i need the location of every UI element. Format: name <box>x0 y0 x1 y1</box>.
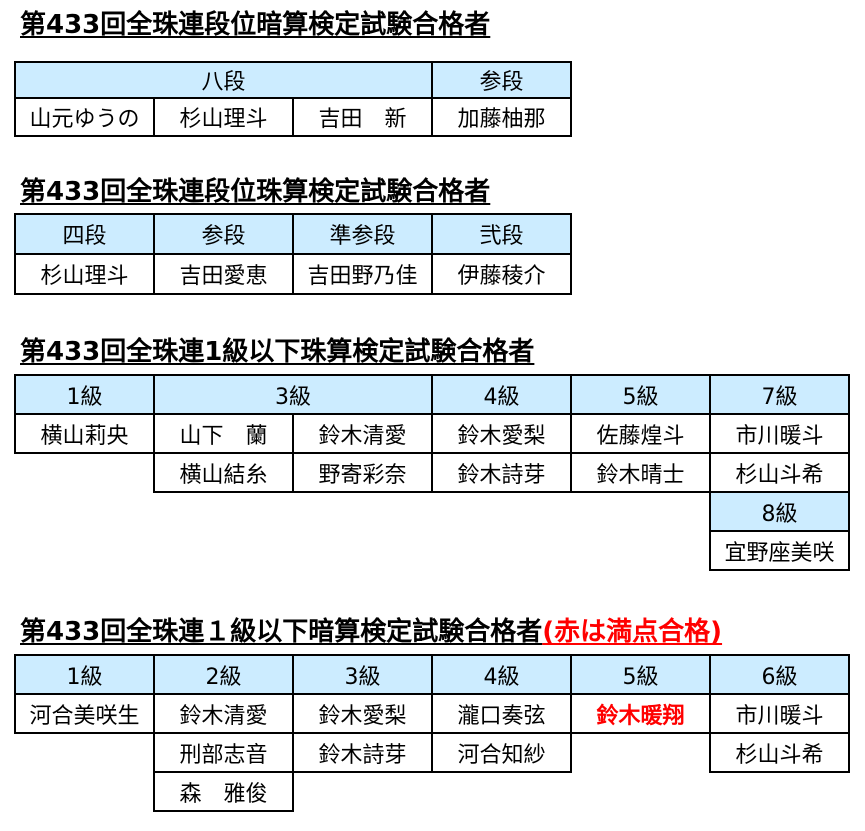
passer-name: 横山結糸 <box>153 452 294 493</box>
grade-header: 3級 <box>292 654 433 695</box>
table-row: 宜野座美咲 <box>15 530 850 571</box>
empty-cell <box>15 492 154 531</box>
passer-name: 鈴木清愛 <box>153 693 294 734</box>
grade-header: 8級 <box>709 491 850 532</box>
dan-shuzan-table: 四段 参段 準参段 弐段 杉山理斗 吉田愛恵 吉田野乃佳 伊藤稜介 <box>14 213 572 295</box>
passer-name: 伊藤稜介 <box>431 253 572 295</box>
empty-cell <box>571 531 710 570</box>
table-row: 杉山理斗 吉田愛恵 吉田野乃佳 伊藤稜介 <box>14 253 572 295</box>
grade-header: 5級 <box>570 374 711 415</box>
table-header-row: 四段 参段 準参段 弐段 <box>14 213 572 255</box>
passer-name: 宜野座美咲 <box>709 530 850 571</box>
passer-name: 横山莉央 <box>14 413 155 454</box>
grade-header: 2級 <box>153 654 294 695</box>
passer-name: 刑部志音 <box>153 732 294 773</box>
title-text: 第433回全珠連1級以下珠算検定試験合格者 <box>20 337 535 367</box>
passer-name: 山下 蘭 <box>153 413 294 454</box>
title-note-perfect-score: (赤は満点合格) <box>542 617 723 647</box>
dan-anzan-table: 八段 参段 山元ゆうの 杉山理斗 吉田 新 加藤柚那 <box>13 61 573 137</box>
grade-header: 弐段 <box>431 213 572 255</box>
table-row: 横山莉央 山下 蘭 鈴木清愛 鈴木愛梨 佐藤煌斗 市川暖斗 <box>14 413 850 454</box>
passer-name: 市川暖斗 <box>709 413 850 454</box>
passer-name: 鈴木詩芽 <box>292 732 433 773</box>
empty-cell <box>432 772 571 811</box>
passer-name: 鈴木清愛 <box>292 413 433 454</box>
table-row: 森 雅俊 <box>15 771 849 812</box>
grade-header: 参段 <box>431 61 573 99</box>
passer-name: 河合美咲生 <box>14 693 155 734</box>
empty-cell <box>710 772 849 811</box>
table-header-row: 1級 3級 4級 5級 7級 <box>14 374 850 415</box>
passer-name: 杉山理斗 <box>14 253 155 295</box>
passer-name: 鈴木愛梨 <box>292 693 433 734</box>
table-row: 刑部志音 鈴木詩芽 河合知紗 杉山斗希 <box>15 732 850 773</box>
grade-header: 4級 <box>431 654 572 695</box>
empty-cell <box>293 492 432 531</box>
passer-name: 吉田愛恵 <box>153 253 294 295</box>
passer-name-perfect: 鈴木暖翔 <box>570 693 711 734</box>
kyu-anzan-table: 1級 2級 3級 4級 5級 6級 河合美咲生 鈴木清愛 鈴木愛梨 瀧口奏弦 鈴… <box>14 654 850 812</box>
empty-cell <box>15 733 154 772</box>
passer-name: 鈴木晴士 <box>570 452 711 493</box>
passer-name: 鈴木詩芽 <box>431 452 572 493</box>
passer-name: 杉山理斗 <box>153 97 294 137</box>
passer-name: 杉山斗希 <box>709 732 850 773</box>
passer-name: 瀧口奏弦 <box>431 693 572 734</box>
passer-name: 山元ゆうの <box>14 97 155 137</box>
empty-cell <box>15 531 154 570</box>
grade-header: 5級 <box>570 654 711 695</box>
empty-cell <box>571 733 710 772</box>
section-title-kyu-anzan: 第433回全珠連１級以下暗算検定試験合格者(赤は満点合格) <box>20 617 722 647</box>
empty-cell <box>432 531 571 570</box>
title-text: 第433回全珠連１級以下暗算検定試験合格者 <box>20 617 543 647</box>
grade-header: 準参段 <box>292 213 433 255</box>
table-row: 8級 <box>15 491 850 532</box>
grade-header: 6級 <box>709 654 850 695</box>
empty-cell <box>154 531 293 570</box>
grade-header: 1級 <box>14 654 155 695</box>
passer-name: 加藤柚那 <box>431 97 573 137</box>
grade-header: 7級 <box>709 374 850 415</box>
grade-header: 3級 <box>153 374 433 415</box>
passer-name: 吉田野乃佳 <box>292 253 433 295</box>
table-row: 山元ゆうの 杉山理斗 吉田 新 加藤柚那 <box>14 97 573 137</box>
grade-header: 四段 <box>14 213 155 255</box>
grade-header: 参段 <box>153 213 294 255</box>
kyu-shuzan-table: 1級 3級 4級 5級 7級 横山莉央 山下 蘭 鈴木清愛 鈴木愛梨 佐藤煌斗 … <box>14 374 850 571</box>
section-title-dan-anzan: 第433回全珠連段位暗算検定試験合格者 <box>20 10 490 40</box>
passer-name: 杉山斗希 <box>709 452 850 493</box>
passer-name: 河合知紗 <box>431 732 572 773</box>
table-header-row: 1級 2級 3級 4級 5級 6級 <box>14 654 850 695</box>
passer-name: 市川暖斗 <box>709 693 850 734</box>
passer-name: 吉田 新 <box>291 97 434 137</box>
passer-name: 森 雅俊 <box>153 771 294 812</box>
section-title-kyu-shuzan: 第433回全珠連1級以下珠算検定試験合格者 <box>20 337 534 367</box>
empty-cell <box>15 772 154 811</box>
passer-name: 佐藤煌斗 <box>570 413 711 454</box>
empty-cell <box>154 492 293 531</box>
table-row: 横山結糸 野寄彩奈 鈴木詩芽 鈴木晴士 杉山斗希 <box>15 452 850 493</box>
passer-name: 野寄彩奈 <box>292 452 433 493</box>
grade-header: 1級 <box>14 374 155 415</box>
empty-cell <box>571 772 710 811</box>
title-text: 第433回全珠連段位暗算検定試験合格者 <box>20 10 491 40</box>
grade-header: 4級 <box>431 374 572 415</box>
empty-cell <box>571 492 710 531</box>
empty-cell <box>293 772 432 811</box>
empty-cell <box>15 453 154 492</box>
grade-header: 八段 <box>13 61 434 99</box>
table-header-row: 八段 参段 <box>13 61 573 99</box>
section-title-dan-shuzan: 第433回全珠連段位珠算検定試験合格者 <box>20 177 490 207</box>
passer-name: 鈴木愛梨 <box>431 413 572 454</box>
title-text: 第433回全珠連段位珠算検定試験合格者 <box>20 177 491 207</box>
table-row: 河合美咲生 鈴木清愛 鈴木愛梨 瀧口奏弦 鈴木暖翔 市川暖斗 <box>14 693 850 734</box>
empty-cell <box>432 492 571 531</box>
empty-cell <box>293 531 432 570</box>
